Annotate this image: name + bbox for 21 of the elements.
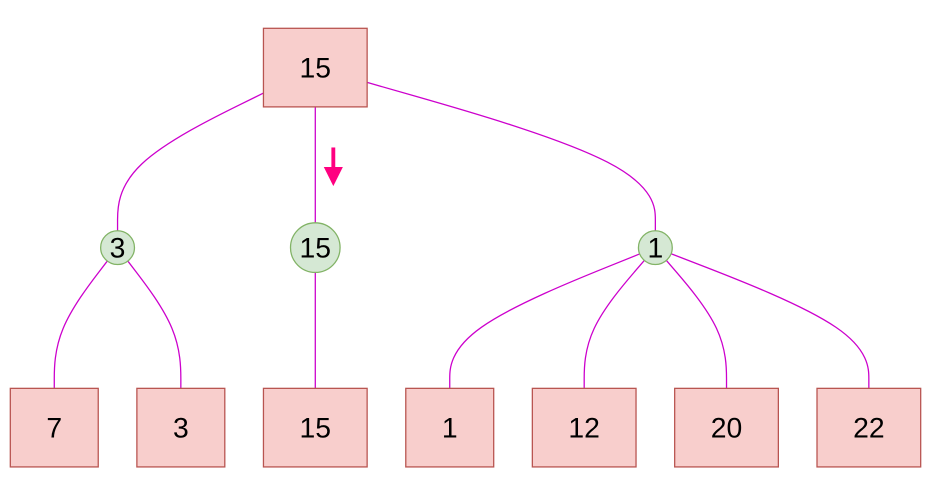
connector-line (54, 260, 108, 388)
circle-node: 1 (638, 230, 673, 266)
square-node: 7 (10, 388, 99, 468)
connector-line (314, 106, 316, 223)
connector-line (116, 92, 264, 231)
square-node: 20 (674, 388, 779, 468)
connector-line (127, 260, 182, 388)
circle-node: 3 (100, 230, 136, 266)
square-node: 15 (262, 28, 368, 108)
square-node: 15 (262, 388, 368, 468)
square-node: 22 (816, 388, 922, 468)
circle-node: 15 (290, 222, 341, 273)
connector-line (666, 260, 728, 388)
square-node: 12 (532, 388, 637, 468)
square-node: 1 (405, 388, 494, 468)
connector-line (584, 260, 645, 388)
connector-line (449, 253, 640, 388)
connector-line (366, 82, 656, 231)
connector-line (670, 253, 870, 388)
square-node: 3 (136, 388, 226, 468)
connector-line (314, 272, 316, 388)
